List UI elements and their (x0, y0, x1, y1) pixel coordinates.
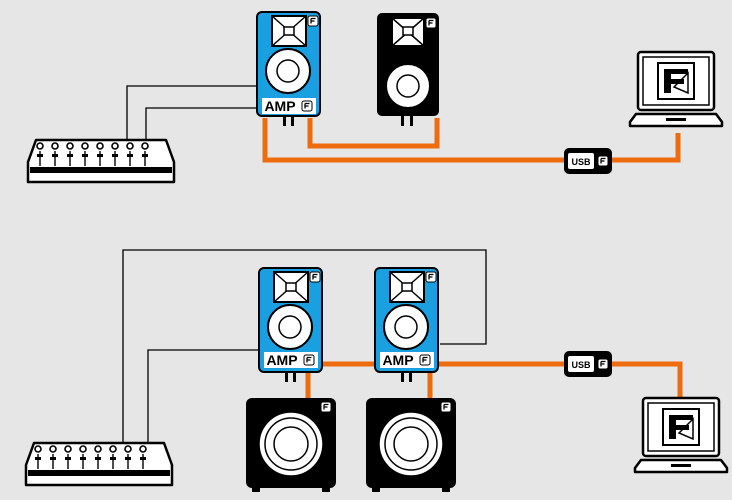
signal-cable (145, 107, 260, 140)
active-speaker-bottom-right: AMP (374, 267, 439, 382)
usb-interface-bottom (564, 351, 612, 377)
amp-label: AMP (264, 98, 295, 114)
mixing-console-icon (28, 140, 174, 182)
passive-speaker-top (377, 13, 439, 126)
network-cable (307, 118, 440, 149)
laptop-bottom (635, 398, 727, 472)
subwoofer-icon (246, 398, 336, 492)
usb-interface-icon (564, 148, 612, 174)
laptop-top (630, 52, 722, 126)
subwoofer-left (246, 398, 336, 492)
usb-interface-icon (564, 351, 612, 377)
mixer-top (28, 140, 174, 182)
laptop-icon (630, 52, 722, 126)
mixing-console-icon (26, 443, 172, 485)
amp-label: AMP (382, 352, 413, 368)
amp-label: AMP (266, 352, 297, 368)
signal-cable (126, 85, 260, 140)
subwoofer-icon (366, 398, 456, 492)
mixer-bottom (26, 443, 172, 485)
active-speaker-top: AMP (256, 11, 321, 126)
laptop-icon (635, 398, 727, 472)
active-speaker-bottom-left: AMP (258, 267, 323, 382)
signal-cable (147, 349, 260, 443)
signal-cable (122, 249, 487, 443)
network-cable (611, 361, 683, 398)
network-cable (262, 118, 566, 163)
subwoofer-right (366, 398, 456, 492)
usb-interface-top (564, 148, 612, 174)
network-cable (611, 133, 681, 163)
